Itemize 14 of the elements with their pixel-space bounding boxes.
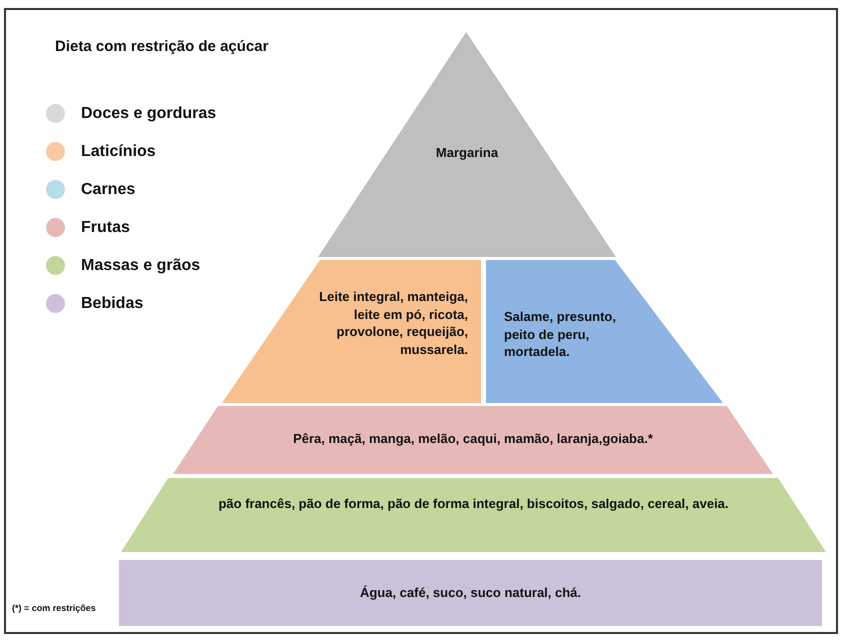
food-list: Pêra, maçã, manga, melão, caqui, mamão, laranja,goiaba.* <box>223 430 723 448</box>
diagram-title: Dieta com restrição de açúcar <box>55 38 268 55</box>
legend-label: Carnes <box>81 180 136 198</box>
food-list: pão francês, pão de forma, pão de forma integral, biscoitos, salgado, cereal, aveia. <box>201 495 746 513</box>
legend-label: Frutas <box>81 218 130 236</box>
food-list: Leite integral, manteiga, leite em pó, ricota, provolone, requeijão, mussarela. <box>294 288 468 358</box>
food-list: Água, café, suco, suco natural, chá. <box>139 584 802 602</box>
legend-label: Bebidas <box>81 294 144 312</box>
food-list: Margarina <box>408 144 526 162</box>
legend-label: Massas e grãos <box>81 256 200 274</box>
legend-label: Doces e gorduras <box>81 104 216 122</box>
legend-label: Laticínios <box>81 142 156 160</box>
footnote: (*) = com restrições <box>12 603 96 613</box>
food-list: Salame, presunto, peito de peru, mortadela. <box>504 308 646 361</box>
